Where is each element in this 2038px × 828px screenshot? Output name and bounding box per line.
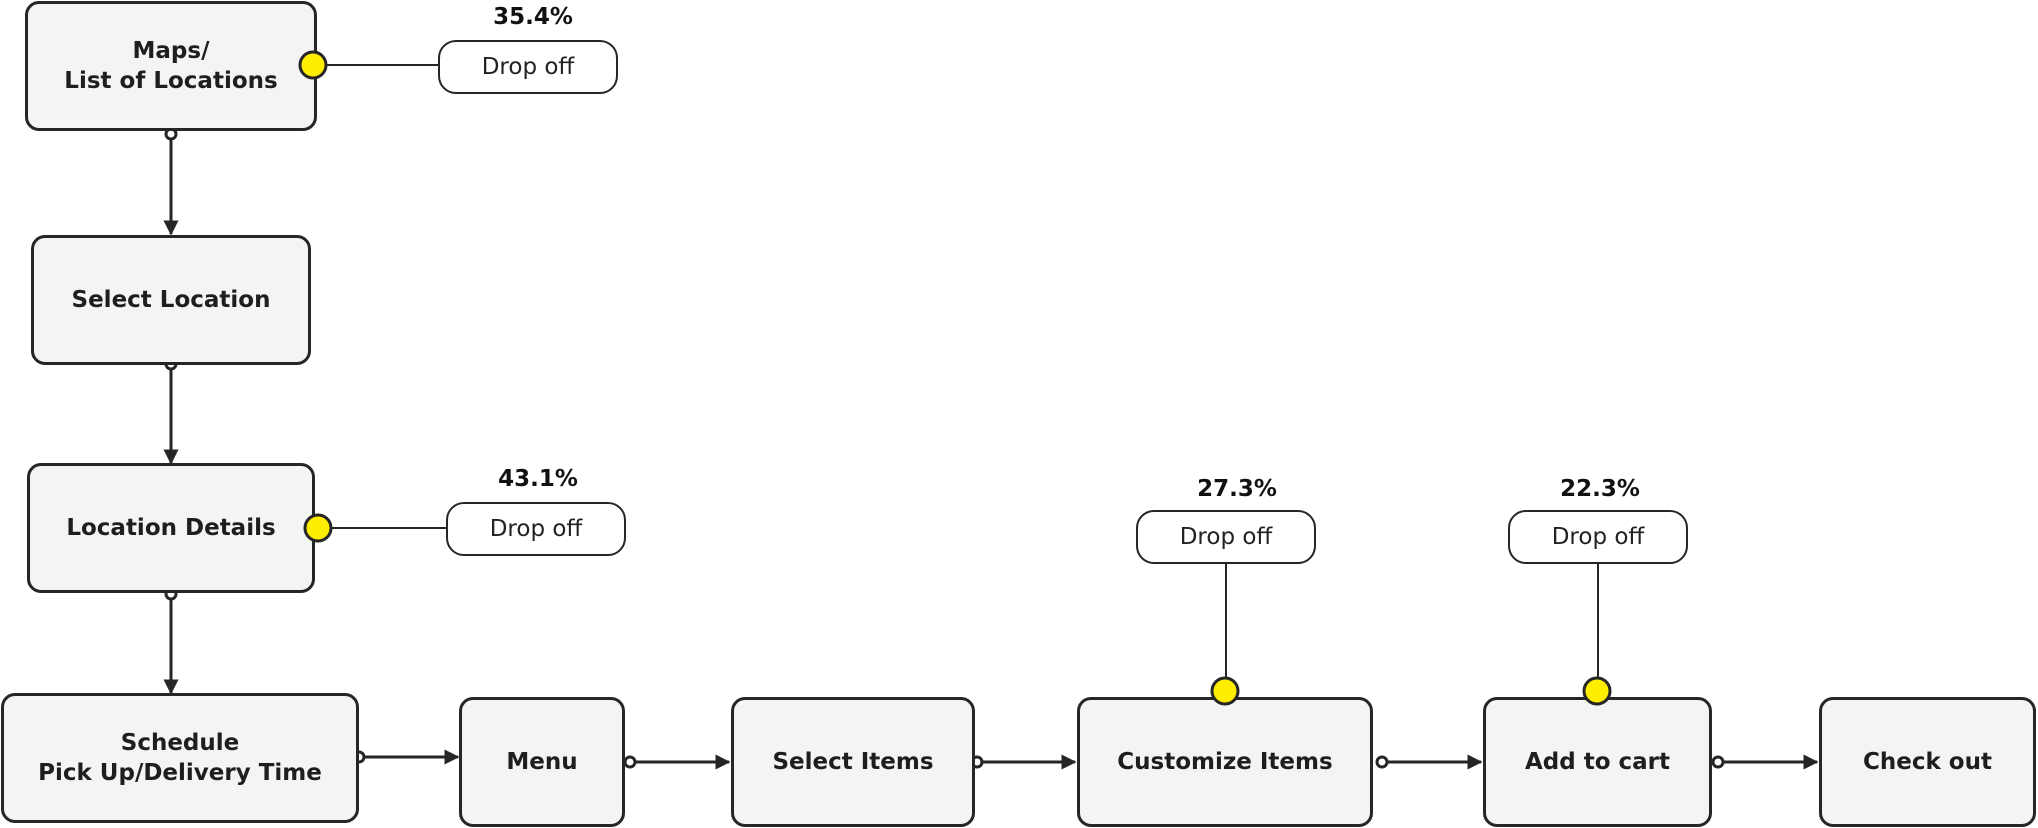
node-menu: Menu [459,697,625,827]
dropoff-pill-maps: Drop off [438,40,618,94]
node-check-out: Check out [1819,697,2036,827]
connector-dot-customize [1375,755,1389,769]
dropoff-percent-add-to-cart: 22.3% [1560,476,1640,502]
dropoff-marker-maps [298,50,328,80]
dropoff-pill-location-details: Drop off [446,502,626,556]
node-schedule-pickup-delivery: Schedule Pick Up/Delivery Time [1,693,359,823]
dropoff-marker-add-to-cart [1582,676,1612,706]
node-select-location: Select Location [31,235,311,365]
dropoff-percent-customize: 27.3% [1197,476,1277,502]
dropoff-percent-location-details: 43.1% [498,466,578,492]
connector-dot-add-to-cart [1711,755,1725,769]
node-add-to-cart: Add to cart [1483,697,1712,827]
dropoff-percent-maps: 35.4% [493,4,573,30]
dropoff-pill-add-to-cart: Drop off [1508,510,1688,564]
dropoff-marker-location-details [303,513,333,543]
node-location-details: Location Details [27,463,315,593]
node-customize-items: Customize Items [1077,697,1373,827]
node-select-items: Select Items [731,697,975,827]
connector-dot-menu [623,755,637,769]
dropoff-pill-customize: Drop off [1136,510,1316,564]
dropoff-marker-customize [1210,676,1240,706]
node-maps-list-of-locations: Maps/ List of Locations [25,1,317,131]
